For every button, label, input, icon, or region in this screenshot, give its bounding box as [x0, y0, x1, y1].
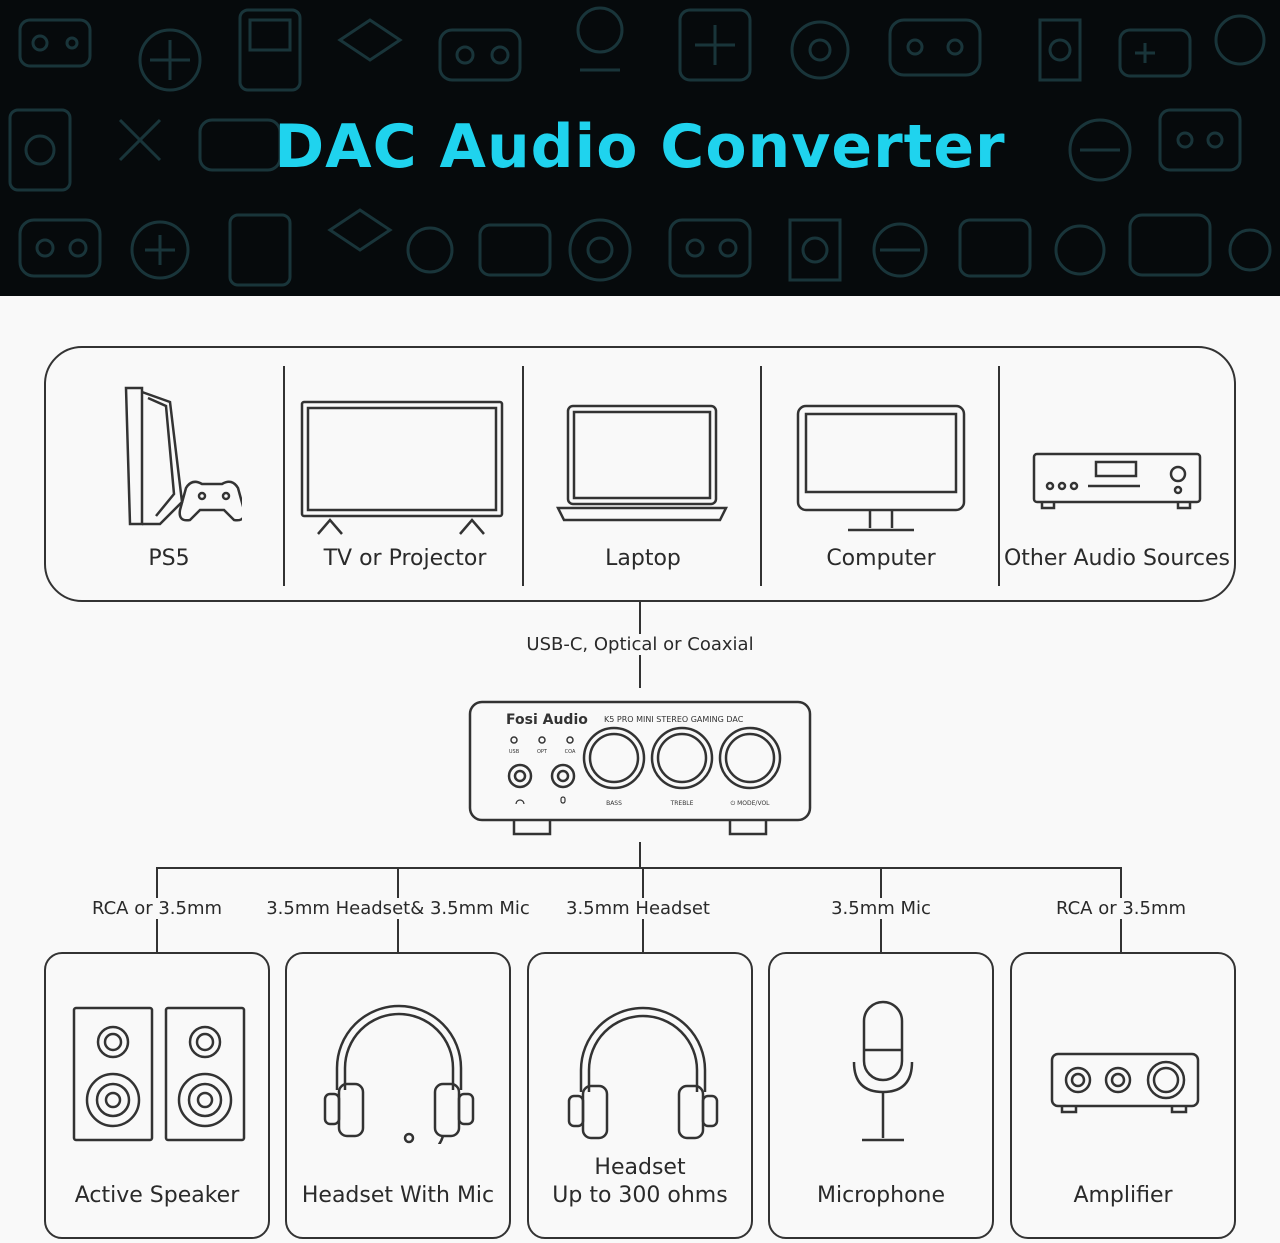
divider: [522, 366, 524, 586]
device-model: K5 PRO MINI STEREO GAMING DAC: [604, 715, 744, 724]
mic-jack-icon: [560, 796, 566, 804]
source-label: PS5: [148, 546, 190, 571]
output-active-speaker: Active Speaker: [44, 952, 270, 1239]
indicator-label: COA: [565, 749, 576, 755]
knob-label: ⏻ MODE/VOL: [730, 800, 770, 807]
output-label: Microphone: [816, 1183, 946, 1208]
page-title: DAC Audio Converter: [274, 112, 1006, 182]
knob-label: TREBLE: [670, 800, 694, 807]
source-ps5: PS5: [50, 348, 288, 600]
source-label: Other Audio Sources: [1003, 546, 1230, 571]
divider: [283, 366, 285, 586]
source-laptop: Laptop: [524, 348, 762, 600]
source-label: TV or Projector: [323, 546, 487, 571]
input-connection-label: USB-C, Optical or Coaxial: [523, 634, 757, 655]
source-label: Computer: [826, 546, 936, 571]
banner: DAC Audio Converter: [0, 0, 1280, 296]
divider: [760, 366, 762, 586]
game-pattern-background: [8, 6, 1272, 287]
headset-mic-icon: [323, 1004, 475, 1144]
laptop-icon: [556, 404, 728, 522]
output-label: Headset With Mic: [301, 1183, 495, 1208]
headphone-jack-icon: [515, 799, 525, 805]
divider: [998, 366, 1000, 586]
device-brand: Fosi Audio: [506, 712, 588, 728]
headphones-icon: [567, 1006, 719, 1140]
output-headset-with-mic: Headset With Mic: [285, 952, 511, 1239]
output-label: Headset: [594, 1155, 686, 1180]
ps5-console-icon: [124, 386, 242, 526]
output-bus-line: [156, 867, 1122, 869]
output-amplifier: Amplifier: [1010, 952, 1236, 1239]
source-other-audio: Other Audio Sources: [998, 348, 1236, 600]
output-connection-label: RCA or 3.5mm: [1052, 898, 1190, 919]
computer-monitor-icon: [796, 404, 966, 532]
tv-icon: [300, 400, 504, 535]
audio-sources-panel: PS5 TV or Projector Laptop: [44, 346, 1236, 602]
speaker-icon: [72, 1006, 246, 1142]
indicator-label: USB: [509, 749, 520, 755]
dac-device-illustration: Fosi Audio K5 PRO MINI STEREO GAMING DAC…: [468, 700, 812, 836]
source-computer: Computer: [762, 348, 1000, 600]
source-tv: TV or Projector: [286, 348, 524, 600]
audio-player-icon: [1032, 452, 1202, 510]
output-trunk-line: [639, 842, 641, 868]
output-microphone: Microphone: [768, 952, 994, 1239]
output-connection-label: 3.5mm Headset& 3.5mm Mic: [263, 898, 533, 919]
microphone-icon: [852, 1000, 914, 1142]
output-sublabel: Up to 300 ohms: [552, 1183, 728, 1208]
dac-device: Fosi Audio K5 PRO MINI STEREO GAMING DAC…: [468, 700, 814, 842]
output-headset: Headset Up to 300 ohms: [527, 952, 753, 1239]
indicator-label: OPT: [537, 749, 548, 755]
amplifier-icon: [1050, 1052, 1200, 1114]
output-connection-label: RCA or 3.5mm: [88, 898, 226, 919]
output-connection-label: 3.5mm Headset: [563, 898, 713, 919]
output-connection-label: 3.5mm Mic: [828, 898, 934, 919]
knob-label: BASS: [606, 800, 622, 807]
output-label: Active Speaker: [74, 1183, 240, 1208]
source-label: Laptop: [605, 546, 681, 571]
output-label: Amplifier: [1073, 1183, 1173, 1208]
